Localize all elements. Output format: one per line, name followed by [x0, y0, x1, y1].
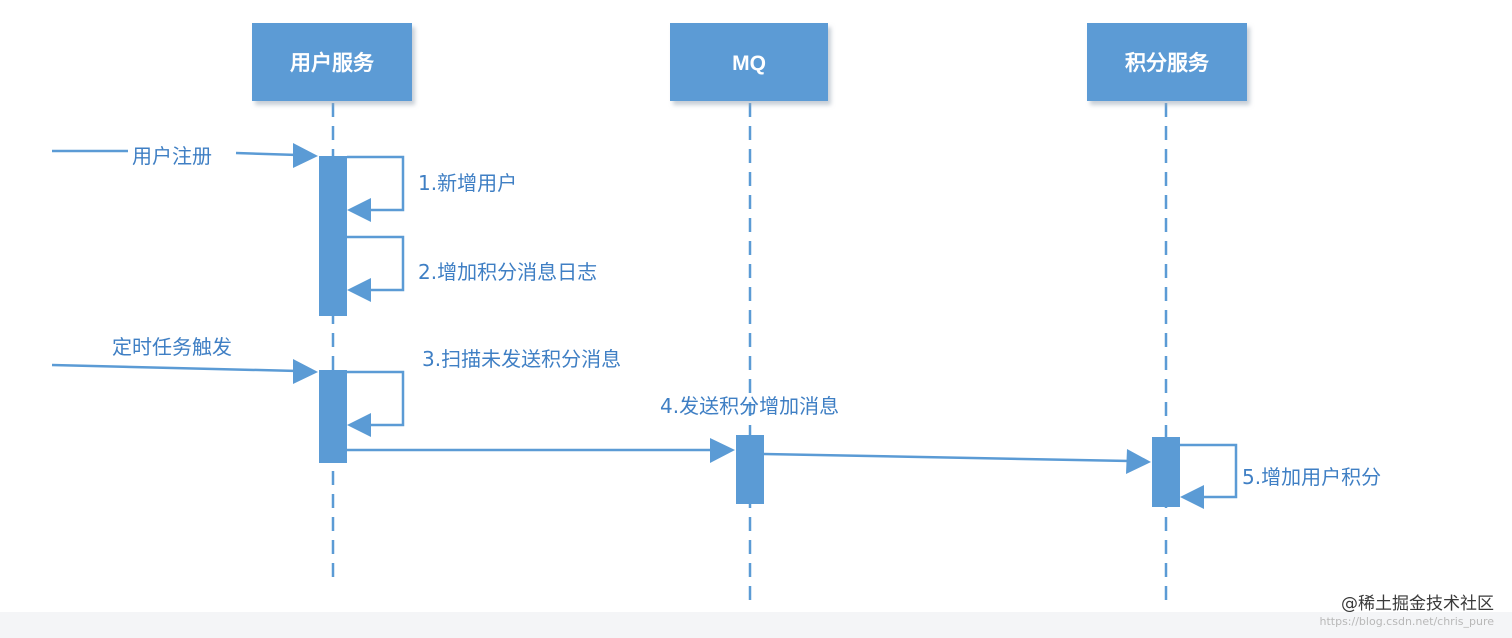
participant-points-label: 积分服务: [1125, 51, 1210, 75]
activation-user-1: [319, 156, 347, 316]
arrowhead-icon: [1180, 485, 1204, 509]
message-step4-label: 4.发送积分增加消息: [660, 394, 839, 418]
activation-points: [1152, 437, 1180, 507]
arrowhead-icon: [293, 143, 318, 168]
arrowhead-icon: [293, 359, 318, 384]
message-register-label: 用户注册: [132, 144, 212, 168]
activation-user-2: [319, 370, 347, 463]
message-step2-label: 2.增加积分消息日志: [418, 260, 597, 284]
participant-mq-label: MQ: [732, 52, 766, 75]
message-step5-label: 5.增加用户积分: [1242, 465, 1381, 489]
participant-user: 用户服务: [252, 23, 412, 101]
participant-points: 积分服务: [1087, 23, 1247, 101]
arrowhead-icon: [710, 438, 735, 463]
message-step4: 4.发送积分增加消息: [347, 394, 839, 463]
arrowhead-icon: [347, 198, 371, 222]
arrowhead-icon: [347, 413, 371, 437]
watermark-url: https://blog.csdn.net/chris_pure: [1319, 615, 1495, 628]
message-step3-label: 3.扫描未发送积分消息: [422, 347, 621, 371]
watermark-main: @稀土掘金技术社区: [1341, 594, 1494, 614]
message-step1: 1.新增用户: [347, 155, 517, 222]
message-mq-to-points: [763, 449, 1151, 474]
message-step1-label: 1.新增用户: [418, 171, 517, 195]
watermark: @稀土掘金技术社区 https://blog.csdn.net/chris_pu…: [1320, 589, 1495, 628]
bottom-band: [0, 612, 1512, 638]
message-timer: 定时任务触发: [51, 335, 318, 384]
arrowhead-icon: [1126, 449, 1151, 474]
message-timer-label: 定时任务触发: [112, 335, 232, 359]
message-step3: 3.扫描未发送积分消息: [347, 347, 621, 437]
activation-mq: [736, 435, 764, 504]
message-step2: 2.增加积分消息日志: [347, 235, 597, 302]
participant-user-label: 用户服务: [290, 51, 375, 75]
message-step5: 5.增加用户积分: [1180, 443, 1381, 509]
arrowhead-icon: [347, 278, 371, 302]
message-register: 用户注册: [52, 143, 318, 168]
participant-mq: MQ: [670, 23, 828, 101]
